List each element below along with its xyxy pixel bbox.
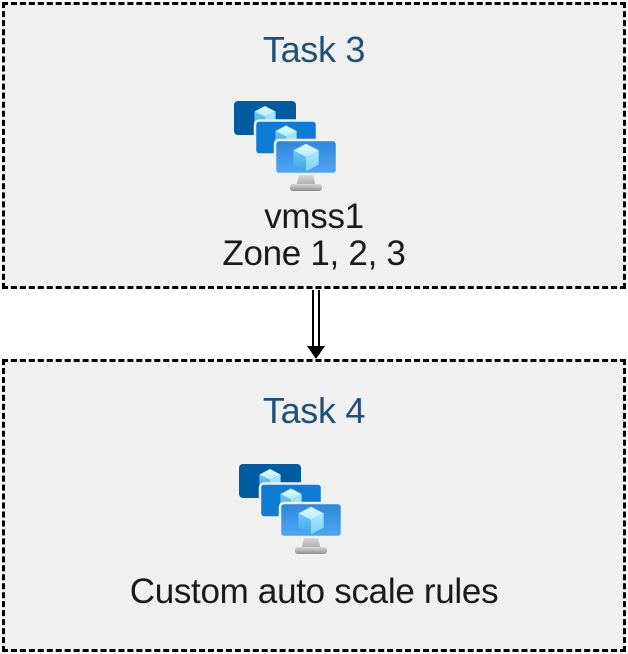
autoscale-label: Custom auto scale rules (5, 573, 623, 610)
connector-arrow-head (307, 346, 325, 359)
vm-scale-sets-icon (239, 464, 344, 554)
task3-box: Task 3 vmss1 Zone 1, 2, 3 (2, 2, 626, 289)
connector-arrow-shaft (312, 290, 320, 347)
autoscale-caption: Custom auto scale rules (129, 572, 499, 611)
vmss-zones: Zone 1, 2, 3 (222, 234, 406, 273)
task4-box: Task 4 Custom auto scale rules (2, 359, 626, 652)
vm-scale-sets-icon (234, 101, 339, 191)
vmss-label: vmss1 Zone 1, 2, 3 (5, 198, 623, 272)
vmss-name: vmss1 (264, 197, 364, 236)
task3-title: Task 3 (262, 29, 366, 70)
task4-title: Task 4 (262, 390, 366, 431)
